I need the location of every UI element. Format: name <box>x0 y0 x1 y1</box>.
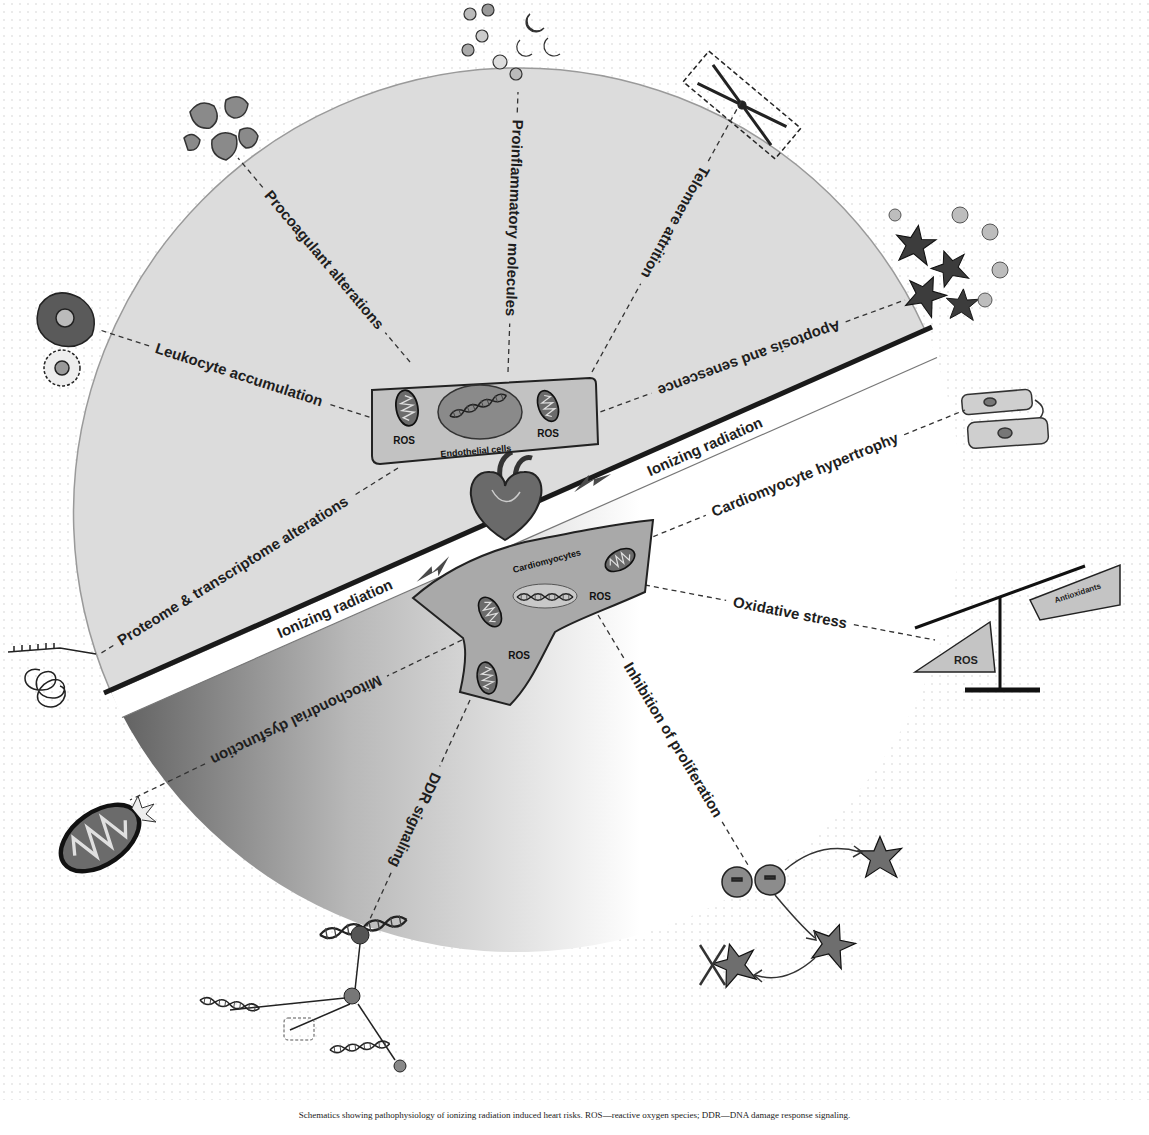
cell-label: ROS <box>508 650 530 661</box>
cell-outline <box>405 520 655 710</box>
leader-line <box>645 585 726 600</box>
leader-line <box>365 873 391 930</box>
leader-line <box>517 92 519 113</box>
leader-line <box>846 300 905 322</box>
leader-line <box>592 284 641 372</box>
leader-line <box>904 410 965 435</box>
leader-line <box>385 333 410 362</box>
annotation-label: ROS <box>954 654 978 666</box>
leader-line <box>854 625 935 640</box>
leader-line <box>708 100 742 161</box>
leader-line <box>592 393 651 415</box>
leader-line <box>508 323 510 372</box>
leader-line <box>440 700 470 766</box>
cell-label: ROS <box>393 435 415 446</box>
leader-line <box>100 330 149 346</box>
leader-line <box>329 404 378 420</box>
cell-label: ROS <box>589 591 611 602</box>
leader-line <box>387 640 462 676</box>
leader-line <box>238 158 263 187</box>
leader-line <box>598 615 624 658</box>
leader-line <box>130 764 205 800</box>
leader-line <box>722 822 748 865</box>
leader-line <box>353 468 398 496</box>
cell-label: ROS <box>537 428 559 439</box>
leader-line <box>98 645 113 655</box>
leader-line <box>645 515 706 540</box>
figure-caption: Schematics showing pathophysiology of io… <box>0 1110 1149 1120</box>
cardiomyocyte: CardiomyocytesROSROS <box>405 520 655 710</box>
endothelial-cell: ROSROSEndothelial cells <box>362 376 600 466</box>
